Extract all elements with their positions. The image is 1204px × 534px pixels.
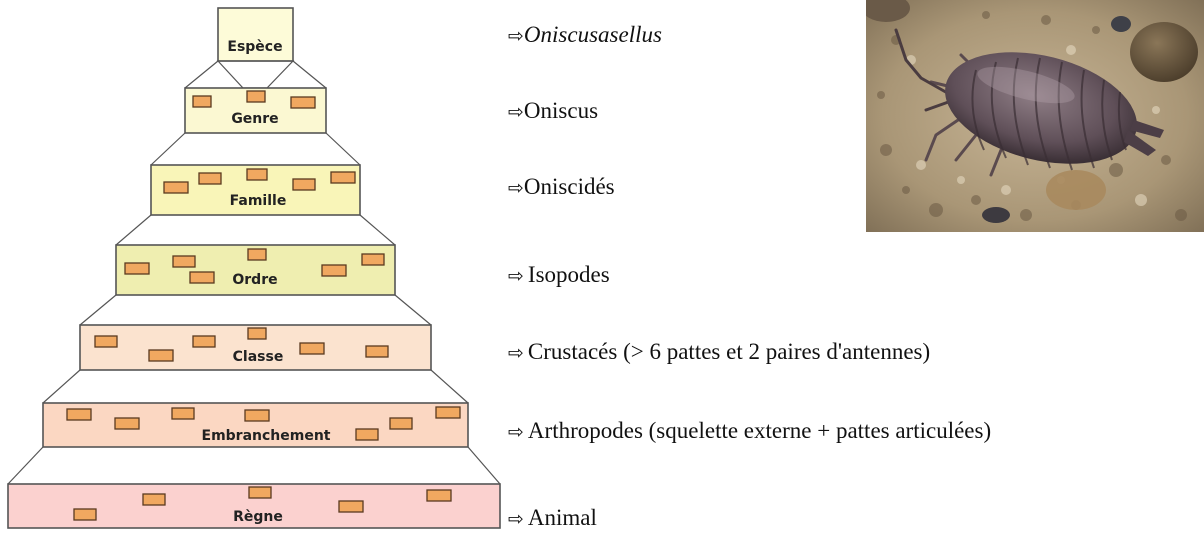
mini-box (148, 349, 174, 362)
mini-box (248, 486, 272, 499)
mini-box (435, 406, 461, 419)
arrow-icon: ⇨ (508, 177, 524, 199)
mini-box (365, 345, 389, 358)
arrow-icon: ⇨ (508, 508, 524, 530)
level-classe: Classe (79, 324, 432, 371)
mini-box (73, 508, 97, 521)
mini-box (244, 409, 270, 422)
rank-famille: ⇨Oniscidés (508, 175, 615, 198)
mini-box (330, 171, 356, 184)
rank-genre: ⇨Oniscus (508, 99, 598, 122)
mini-box (361, 253, 385, 266)
rank-classe-text: Crustacés (> 6 pattes et 2 paires d'ante… (527, 339, 931, 364)
mini-box (290, 96, 316, 109)
arrow-icon: ⇨ (508, 25, 524, 47)
arrow-icon: ⇨ (508, 342, 524, 364)
rank-genre-text: Oniscus (523, 98, 599, 123)
level-embranchement-label: Embranchement (202, 428, 331, 444)
mini-box (338, 500, 364, 513)
rank-embranchement: ⇨Arthropodes (squelette externe + pattes… (508, 419, 991, 442)
level-regne-label: Règne (233, 509, 283, 525)
woodlouse-illustration (866, 0, 1204, 232)
rank-regne-text: Animal (527, 505, 597, 530)
mini-box (299, 342, 325, 355)
level-espece-box (217, 7, 294, 62)
rank-espece-text: Oniscusasellus (523, 22, 662, 47)
mini-box (189, 271, 215, 284)
mini-box (426, 489, 452, 502)
mini-box (94, 335, 118, 348)
arrow-icon: ⇨ (508, 101, 524, 123)
level-regne: Règne (7, 483, 501, 529)
level-famille-label: Famille (230, 193, 287, 209)
level-genre-label: Genre (231, 111, 278, 127)
mini-box (198, 172, 222, 185)
mini-box (163, 181, 189, 194)
rank-ordre: ⇨Isopodes (508, 263, 610, 286)
mini-box (292, 178, 316, 191)
woodlouse-photo (866, 0, 1204, 232)
mini-box (389, 417, 413, 430)
mini-box (142, 493, 166, 506)
mini-box (246, 90, 266, 103)
mini-box (171, 407, 195, 420)
level-embranchement: Embranchement (42, 402, 469, 448)
level-genre: Genre (184, 87, 327, 134)
pyramid-connectors (7, 60, 501, 485)
mini-box (114, 417, 140, 430)
rank-espece: ⇨Oniscusasellus (508, 23, 662, 46)
mini-box (355, 428, 379, 441)
level-espece-funnel (216, 60, 295, 89)
mini-box (192, 335, 216, 348)
mini-box (247, 327, 267, 340)
level-espece: Espèce (216, 7, 295, 89)
mini-box (172, 255, 196, 268)
level-classe-label: Classe (233, 349, 284, 365)
level-famille: Famille (150, 164, 361, 216)
level-ordre-label: Ordre (232, 272, 277, 288)
rank-embranchement-text: Arthropodes (squelette externe + pattes … (527, 418, 992, 443)
level-espece-label: Espèce (227, 39, 282, 55)
rank-classe: ⇨Crustacés (> 6 pattes et 2 paires d'ant… (508, 340, 930, 363)
mini-box (192, 95, 212, 108)
mini-box (321, 264, 347, 277)
rank-ordre-text: Isopodes (527, 262, 610, 287)
rank-famille-text: Oniscidés (523, 174, 615, 199)
mini-box (66, 408, 92, 421)
mini-box (246, 168, 268, 181)
level-ordre: Ordre (115, 244, 396, 296)
mini-box (247, 248, 267, 261)
classification-pyramid: Espèce Genre Famille (7, 7, 501, 529)
arrow-icon: ⇨ (508, 265, 524, 287)
rank-regne: ⇨Animal (508, 506, 597, 529)
arrow-icon: ⇨ (508, 421, 524, 443)
mini-box (124, 262, 150, 275)
